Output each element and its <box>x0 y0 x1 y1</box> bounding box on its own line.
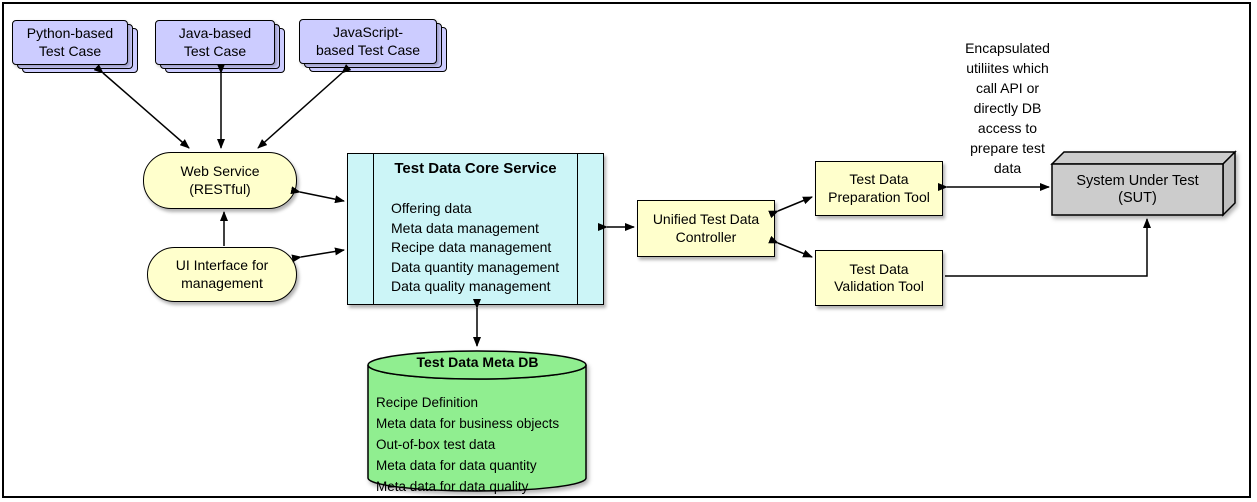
encapsulated-utilities-annotation: Encapsulated utiliites which call API or… <box>930 38 1085 178</box>
unified-test-data-controller-box[interactable]: Unified Test Data Controller <box>637 200 775 257</box>
annotation-line: prepare test <box>970 140 1045 156</box>
core-service-item: Data quantity management <box>391 258 560 275</box>
annotation-line: data <box>993 160 1022 176</box>
annotation-line: access to <box>977 120 1038 136</box>
javascript-test-case-box[interactable]: JavaScript- based Test Case <box>299 19 437 64</box>
ui-interface-node[interactable]: UI Interface for management <box>147 247 297 302</box>
core-service-title: Test Data Core Service <box>394 160 557 177</box>
web-service-node[interactable]: Web Service (RESTful) <box>143 152 297 209</box>
sut-label[interactable]: System Under Test (SUT) <box>1076 172 1199 207</box>
core-service-item: Data quality management <box>391 278 551 295</box>
core-right-band-divider <box>577 154 578 304</box>
meta-db-title: Test Data Meta DB <box>416 354 539 370</box>
core-service-item: Offering data <box>391 200 472 216</box>
annotation-line: Encapsulated <box>965 40 1050 56</box>
test-data-core-service-box[interactable]: Test Data Core Service Offering data Met… <box>347 153 604 305</box>
java-test-case-box[interactable]: Java-based Test Case <box>155 20 275 65</box>
meta-db-item: Recipe Definition <box>376 395 479 410</box>
test-data-validation-tool-box[interactable]: Test Data Validation Tool <box>815 250 943 306</box>
core-service-item: Meta data management <box>391 219 539 236</box>
annotation-line: call API or <box>975 80 1040 96</box>
meta-db-item: Meta data for business objects <box>376 416 560 431</box>
meta-db-item: Meta data for data quality <box>376 479 529 494</box>
test-data-preparation-tool-box[interactable]: Test Data Preparation Tool <box>815 161 943 216</box>
annotation-line: utiliites which <box>966 60 1049 76</box>
meta-db-item: Meta data for data quantity <box>376 458 537 473</box>
core-service-item-list: Offering data Meta data management Recip… <box>391 199 559 297</box>
meta-db-item-list: Recipe Definition Meta data for business… <box>376 392 559 497</box>
annotation-line: directly DB <box>973 100 1042 116</box>
core-service-item: Recipe data management <box>391 239 552 256</box>
core-left-band-divider <box>373 154 374 304</box>
python-test-case-box[interactable]: Python-based Test Case <box>12 20 128 65</box>
meta-db-item: Out-of-box test data <box>376 437 496 452</box>
